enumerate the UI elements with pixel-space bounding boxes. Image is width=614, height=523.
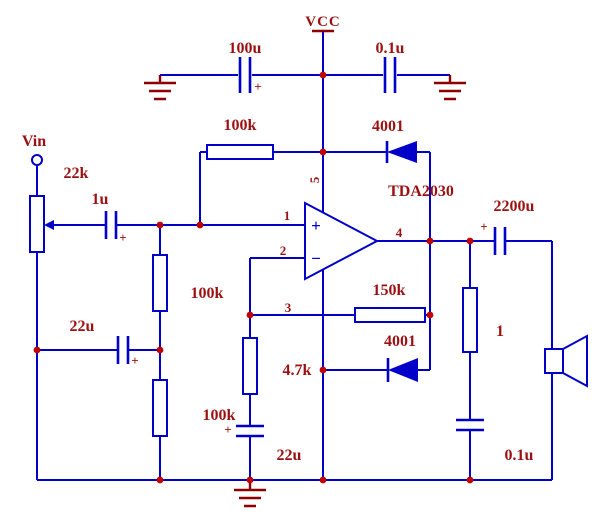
cap-0.1u-zobel-plates xyxy=(456,418,484,432)
opamp-minus-sign: − xyxy=(311,249,321,268)
junction-dot xyxy=(156,221,164,229)
resistor-150k-label: 150k xyxy=(373,282,406,299)
diode-4001-top-label: 4001 xyxy=(372,118,404,135)
cap-22u-bias-polarity-mark: + xyxy=(131,353,138,368)
junction-dot xyxy=(426,237,434,245)
resistor-100k-bias-upper-label: 100k xyxy=(191,285,224,302)
resistor-100k-bias-upper xyxy=(152,254,168,312)
resistor-1ohm-label: 1 xyxy=(496,323,504,340)
cap-1u-polarity-mark: + xyxy=(119,230,126,245)
cap-22u-gain-polarity-mark: + xyxy=(224,422,231,437)
resistor-4.7k-label: 4.7k xyxy=(283,362,312,379)
vin-label: Vin xyxy=(22,133,46,150)
junction-dot xyxy=(246,311,254,319)
pot-22k-label: 22k xyxy=(64,165,89,182)
diode-4001-bottom-icon xyxy=(388,358,418,382)
junction-dots xyxy=(33,71,474,484)
resistor-4.7k-gain xyxy=(242,337,258,395)
wires xyxy=(36,32,553,481)
cap-2200u-polarity-mark: + xyxy=(480,219,487,234)
pin2-label: 2 xyxy=(280,243,287,258)
resistor-1ohm-zobel xyxy=(462,287,478,353)
junction-dot xyxy=(246,476,254,484)
opamp-plus-sign: + xyxy=(311,216,321,235)
ground-icon-top-right xyxy=(434,75,466,101)
resistor-100k-top xyxy=(206,144,274,160)
speaker-cone-icon xyxy=(562,334,588,388)
cap-22u-gain-label: 22u xyxy=(277,447,302,464)
junction-dot xyxy=(196,221,204,229)
junction-dot xyxy=(156,476,164,484)
pin4-label: 4 xyxy=(396,225,403,240)
speaker-body xyxy=(544,348,564,374)
diode-4001-bottom-label: 4001 xyxy=(384,333,416,350)
resistor-100k-top-label: 100k xyxy=(224,117,257,134)
cap-1u-input-plates xyxy=(104,211,118,239)
junction-dot xyxy=(466,476,474,484)
cap-1u-label: 1u xyxy=(92,191,109,208)
cap-100u-label: 100u xyxy=(229,40,262,57)
cap-100u-polarity-mark: + xyxy=(254,79,261,94)
cap-100u-plates xyxy=(238,57,252,93)
cap-0.1u-zobel-label: 0.1u xyxy=(505,447,534,464)
junction-dot xyxy=(426,311,434,319)
cap-0.1u-bypass-plates xyxy=(383,57,397,93)
pin3-label: 3 xyxy=(285,300,292,315)
vin-terminal xyxy=(31,154,43,166)
vcc-label: VCC xyxy=(305,14,341,30)
cap-0.1u-bypass-label: 0.1u xyxy=(376,40,405,57)
junction-dot xyxy=(319,366,327,374)
junction-dot xyxy=(156,346,164,354)
pin5-label: 5 xyxy=(307,176,322,183)
cap-22u-gain-plates xyxy=(236,424,264,438)
diode-4001-top-icon xyxy=(387,141,417,163)
junction-dot xyxy=(319,71,327,79)
junction-dot xyxy=(319,476,327,484)
pin1-label: 1 xyxy=(284,208,291,223)
junction-dot xyxy=(33,346,41,354)
ic-name-label: TDA2030 xyxy=(388,183,454,200)
pot-wiper-arrow-icon xyxy=(44,220,54,230)
ground-icon-bottom xyxy=(234,480,266,508)
junction-dot xyxy=(466,237,474,245)
opamp-triangle xyxy=(304,201,380,281)
cap-22u-bias-plates xyxy=(116,336,130,364)
pot-22k-body xyxy=(29,195,45,253)
cap-2200u-label: 2200u xyxy=(494,198,535,215)
junction-dot xyxy=(319,148,327,156)
cap-2200u-output-plates xyxy=(493,227,507,255)
cap-22u-bias-label: 22u xyxy=(70,318,95,335)
ground-icon-top-left xyxy=(144,75,176,101)
resistor-150k-feedback xyxy=(354,307,426,323)
resistor-100k-bias-lower xyxy=(152,379,168,437)
resistor-100k-bias-lower-label: 100k xyxy=(203,407,236,424)
